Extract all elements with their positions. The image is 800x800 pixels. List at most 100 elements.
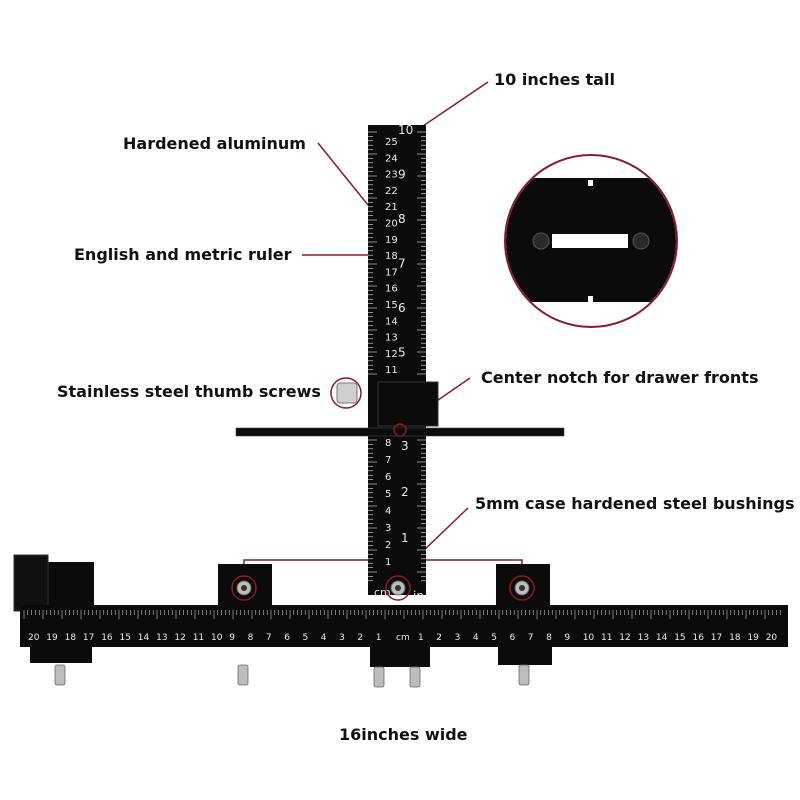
vertical-in-label: 7 bbox=[398, 257, 406, 271]
vertical-cm-label: 1 bbox=[385, 557, 391, 568]
horizontal-cm-label: 10 bbox=[211, 633, 223, 643]
thumb-screw-4[interactable] bbox=[409, 666, 421, 688]
horizontal-cm-label: 12 bbox=[174, 633, 185, 643]
height-callout: 10 inches tall bbox=[494, 70, 615, 89]
vertical-in-label: 10 bbox=[398, 123, 413, 137]
horizontal-cm-label: 3 bbox=[455, 633, 461, 643]
horizontal-cm-label: 17 bbox=[83, 633, 94, 643]
thumb-screw-1[interactable] bbox=[54, 664, 66, 686]
leader-height bbox=[419, 81, 489, 129]
vertical-cm-label: 19 bbox=[385, 235, 398, 246]
horizontal-cm-label: 10 bbox=[583, 633, 595, 643]
horizontal-cm-label: 19 bbox=[747, 633, 759, 643]
horizontal-cm-label: 4 bbox=[473, 633, 479, 643]
vertical-cm-label: 6 bbox=[385, 472, 391, 483]
vertical-cm-label: 14 bbox=[385, 316, 398, 327]
horizontal-cm-label: 8 bbox=[248, 633, 254, 643]
horizontal-cm-label: 20 bbox=[766, 633, 778, 643]
horizontal-cm-label: 11 bbox=[601, 633, 612, 643]
horizontal-cm-label: 18 bbox=[65, 633, 77, 643]
vertical-cm-label: 7 bbox=[385, 455, 391, 466]
vertical-cm-label: 8 bbox=[385, 438, 391, 449]
vertical-in-label: 2 bbox=[401, 485, 409, 499]
vertical-cm-label: 17 bbox=[385, 267, 398, 278]
vertical-cm-unit: cm bbox=[374, 586, 391, 599]
material-callout: Hardened aluminum bbox=[123, 134, 306, 153]
inset-slot bbox=[552, 234, 628, 248]
horizontal-cm-label: 13 bbox=[156, 633, 167, 643]
vertical-ticks-upper bbox=[368, 131, 426, 375]
horizontal-cm-label: 16 bbox=[693, 633, 705, 643]
horizontal-cm-label: 5 bbox=[303, 633, 309, 643]
horizontal-cm-label: 15 bbox=[120, 633, 131, 643]
horizontal-cm-label: 19 bbox=[46, 633, 58, 643]
bushing-left bbox=[231, 575, 257, 601]
vertical-cm-label: 24 bbox=[385, 153, 398, 164]
horizontal-cm-label: 13 bbox=[638, 633, 649, 643]
horizontal-cm-label: 2 bbox=[436, 633, 442, 643]
vertical-cm-label: 11 bbox=[385, 365, 398, 376]
inset-screw-left bbox=[532, 232, 550, 250]
horizontal-cm-label: 3 bbox=[339, 633, 345, 643]
vertical-in-label: 1 bbox=[401, 531, 409, 545]
inset-bottom-notch bbox=[588, 296, 593, 302]
notch-detail-inset bbox=[504, 154, 678, 328]
horizontal-cm-label: 1 bbox=[376, 633, 382, 643]
thumb-screw-3[interactable] bbox=[373, 666, 385, 688]
center-slider bbox=[235, 377, 565, 437]
inset-top-notch bbox=[588, 180, 593, 186]
slider-block bbox=[377, 381, 439, 427]
bushing-center bbox=[385, 575, 411, 601]
vertical-cm-label: 3 bbox=[385, 523, 391, 534]
notch-callout: Center notch for drawer fronts bbox=[481, 368, 759, 387]
horizontal-cm-label: 17 bbox=[711, 633, 722, 643]
center-clamp bbox=[370, 647, 430, 667]
thumb-screw-5[interactable] bbox=[518, 664, 530, 686]
horizontal-cm-label: 5 bbox=[491, 633, 497, 643]
right-clamp bbox=[498, 647, 552, 665]
horizontal-cm-label: 15 bbox=[674, 633, 685, 643]
vertical-in-unit: in bbox=[413, 589, 424, 603]
ruler-callout: English and metric ruler bbox=[74, 245, 292, 264]
left-fence bbox=[13, 554, 49, 612]
vertical-cm-label: 18 bbox=[385, 251, 398, 262]
vertical-in-label: 5 bbox=[398, 346, 406, 360]
width-callout: 16inches wide bbox=[339, 725, 468, 744]
horizontal-ticks bbox=[23, 610, 781, 619]
vertical-cm-label: 21 bbox=[385, 202, 398, 213]
bushing-callout: 5mm case hardened steel bushings bbox=[475, 494, 795, 513]
bottom-thumb-screws bbox=[54, 664, 530, 688]
vertical-cm-label: 16 bbox=[385, 284, 398, 295]
thumb-screw-knob[interactable] bbox=[336, 382, 358, 404]
horizontal-cm-label: 2 bbox=[357, 633, 363, 643]
horizontal-cm-label: 4 bbox=[321, 633, 327, 643]
horizontal-cm-label: 6 bbox=[510, 633, 516, 643]
vertical-cm-label: 12 bbox=[385, 349, 398, 360]
vertical-cm-label: 4 bbox=[385, 506, 391, 517]
left-clamp bbox=[30, 647, 92, 663]
vertical-in-label: 9 bbox=[398, 168, 406, 182]
thumb-screw-2[interactable] bbox=[237, 664, 249, 686]
vertical-in-label: 8 bbox=[398, 212, 406, 226]
horizontal-cm-label: 7 bbox=[528, 633, 534, 643]
thumbscrew-callout: Stainless steel thumb screws bbox=[57, 382, 321, 401]
vertical-cm-label: 13 bbox=[385, 333, 398, 344]
vertical-cm-label: 2 bbox=[385, 540, 391, 551]
vertical-cm-label: 25 bbox=[385, 137, 398, 148]
horizontal-cm-label: 8 bbox=[546, 633, 552, 643]
leader-material bbox=[317, 142, 369, 206]
inset-screw-right bbox=[632, 232, 650, 250]
drawer-front-arm bbox=[235, 427, 565, 437]
horizontal-cm-label: 9 bbox=[564, 633, 570, 643]
horizontal-cm-label: 7 bbox=[266, 633, 272, 643]
vertical-cm-label: 20 bbox=[385, 219, 398, 230]
horizontal-cm-label: 1 bbox=[418, 633, 424, 643]
horizontal-cm-label: 14 bbox=[138, 633, 150, 643]
vertical-cm-label: 15 bbox=[385, 300, 398, 311]
center-notch-marker bbox=[393, 423, 407, 437]
